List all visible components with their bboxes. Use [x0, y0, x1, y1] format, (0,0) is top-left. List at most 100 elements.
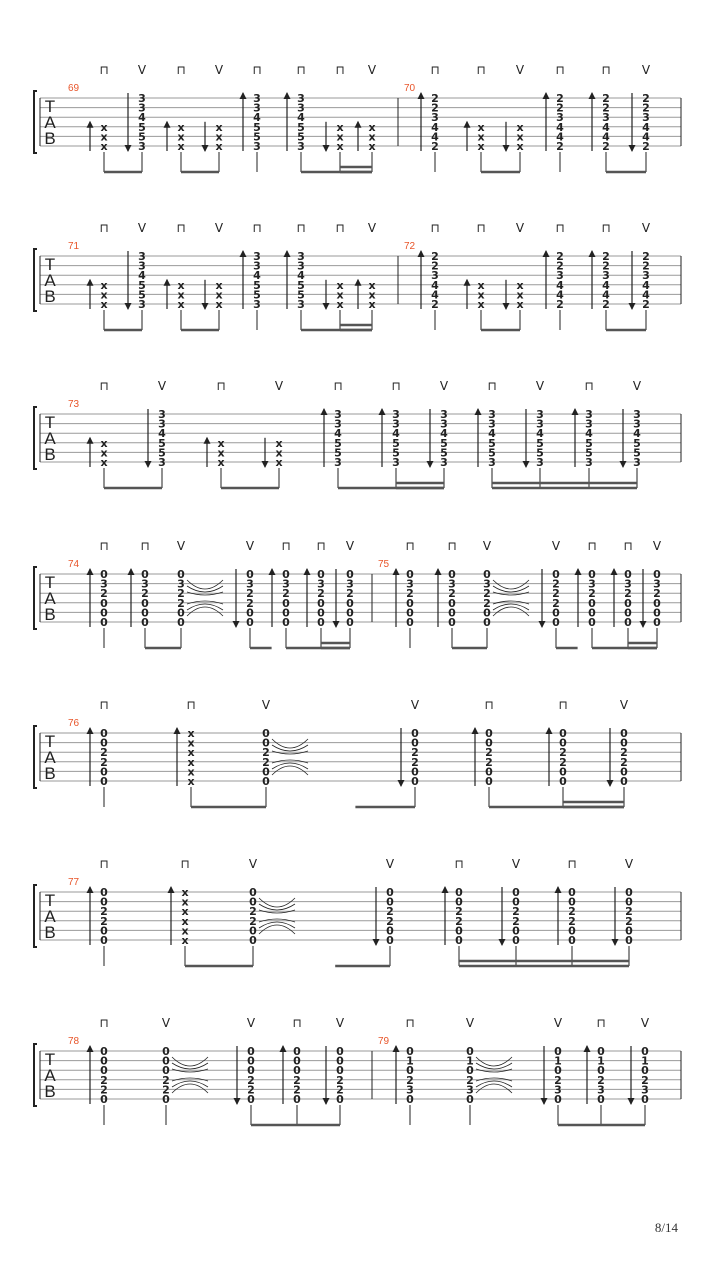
fret-number: 2	[411, 756, 419, 769]
fret-number: 0	[624, 606, 632, 619]
fret-number: 0	[162, 1055, 170, 1068]
downstroke-mark: ⊓	[333, 379, 342, 393]
fret-number: 4	[431, 121, 439, 134]
strum-up-arrow-icon	[167, 886, 175, 893]
fret-number: 2	[177, 587, 185, 600]
fret-number: 3	[246, 578, 254, 591]
strum-up-arrow-icon	[554, 886, 562, 893]
fret-number: 3	[588, 578, 596, 591]
muted-note: x	[336, 121, 343, 134]
fret-number: 2	[568, 905, 576, 918]
downstroke-mark: ⊓	[567, 857, 576, 871]
fret-number: 2	[642, 260, 650, 273]
downstroke-mark: ⊓	[335, 63, 344, 77]
upstroke-mark: V	[552, 539, 561, 553]
swell-curve	[475, 1068, 513, 1073]
upstroke-mark: V	[336, 1016, 345, 1030]
downstroke-mark: ⊓	[487, 379, 496, 393]
fret-number: 2	[247, 1074, 255, 1087]
strum-down-arrow-icon	[619, 461, 627, 468]
downstroke-mark: ⊓	[99, 857, 108, 871]
fret-number: 2	[597, 1074, 605, 1087]
fret-number: 0	[336, 1055, 344, 1068]
strum-up-arrow-icon	[239, 92, 247, 99]
fret-number: 4	[297, 269, 305, 282]
strum-down-arrow-icon	[372, 939, 380, 946]
fret-number: 2	[556, 102, 564, 115]
fret-number: 4	[556, 288, 564, 301]
downstroke-mark: ⊓	[476, 221, 485, 235]
fret-number: 2	[556, 92, 564, 105]
fret-number: 0	[100, 606, 108, 619]
fret-number: 2	[431, 298, 439, 311]
upstroke-mark: V	[162, 1016, 171, 1030]
tab-clef-letter: A	[44, 907, 56, 926]
fret-number: 5	[297, 288, 305, 301]
fret-number: 2	[624, 587, 632, 600]
fret-number: 0	[448, 606, 456, 619]
downstroke-mark: ⊓	[405, 539, 414, 553]
fret-number: 0	[455, 934, 463, 947]
strum-up-arrow-icon	[583, 1045, 591, 1052]
fret-number: 3	[346, 578, 354, 591]
muted-note: x	[217, 456, 224, 469]
muted-note: x	[181, 934, 188, 947]
downstroke-mark: ⊓	[484, 698, 493, 712]
fret-number: 3	[488, 418, 496, 431]
strum-down-arrow-icon	[627, 1098, 635, 1105]
fret-number: 3	[602, 111, 610, 124]
fret-number: 0	[624, 568, 632, 581]
fret-number: 2	[620, 746, 628, 759]
swell-curve	[171, 1056, 209, 1067]
strum-down-arrow-icon	[502, 145, 510, 152]
tab-clef-letter: T	[45, 413, 55, 432]
swell-curve	[171, 1080, 209, 1088]
fret-number: 0	[588, 568, 596, 581]
tab-clef-letter: T	[45, 255, 55, 274]
upstroke-mark: V	[641, 1016, 650, 1030]
strum-up-arrow-icon	[163, 120, 171, 128]
strum-up-arrow-icon	[588, 92, 596, 99]
fret-number: 0	[177, 606, 185, 619]
swell-curve	[271, 738, 309, 749]
fret-number: 2	[642, 92, 650, 105]
tab-clef-letter: B	[44, 1082, 55, 1101]
strum-up-arrow-icon	[354, 278, 362, 286]
fret-number: 1	[406, 1055, 414, 1068]
fret-number: 1	[597, 1055, 605, 1068]
fret-number: 5	[392, 437, 400, 450]
fret-number: 3	[297, 260, 305, 273]
fret-number: 0	[406, 1093, 414, 1106]
fret-number: 0	[554, 1045, 562, 1058]
muted-note: x	[187, 765, 194, 778]
fret-number: 3	[431, 269, 439, 282]
muted-note: x	[516, 288, 523, 301]
fret-number: 3	[556, 111, 564, 124]
fret-number: 0	[485, 727, 493, 740]
fret-number: 4	[431, 288, 439, 301]
swell-curve	[186, 579, 224, 590]
swell-curve	[258, 921, 296, 929]
fret-number: 5	[633, 437, 641, 450]
fret-number: 2	[249, 915, 257, 928]
fret-number: 0	[455, 896, 463, 909]
fret-number: 0	[466, 1064, 474, 1077]
fret-number: 2	[431, 140, 439, 153]
strum-up-arrow-icon	[86, 278, 94, 286]
fret-number: 0	[448, 568, 456, 581]
downstroke-mark: ⊓	[176, 63, 185, 77]
strum-down-arrow-icon	[233, 1098, 241, 1105]
system-bracket	[33, 406, 37, 470]
tab-clef-letter: T	[45, 732, 55, 751]
strum-down-arrow-icon	[540, 1098, 548, 1105]
fret-number: 3	[282, 578, 290, 591]
downstroke-mark: ⊓	[316, 539, 325, 553]
upstroke-mark: V	[483, 539, 492, 553]
muted-note: x	[477, 298, 484, 311]
fret-number: 0	[249, 886, 257, 899]
fret-number: 2	[602, 140, 610, 153]
fret-number: 5	[297, 279, 305, 292]
fret-number: 0	[406, 616, 414, 629]
fret-number: 0	[455, 924, 463, 937]
fret-number: 0	[466, 1093, 474, 1106]
